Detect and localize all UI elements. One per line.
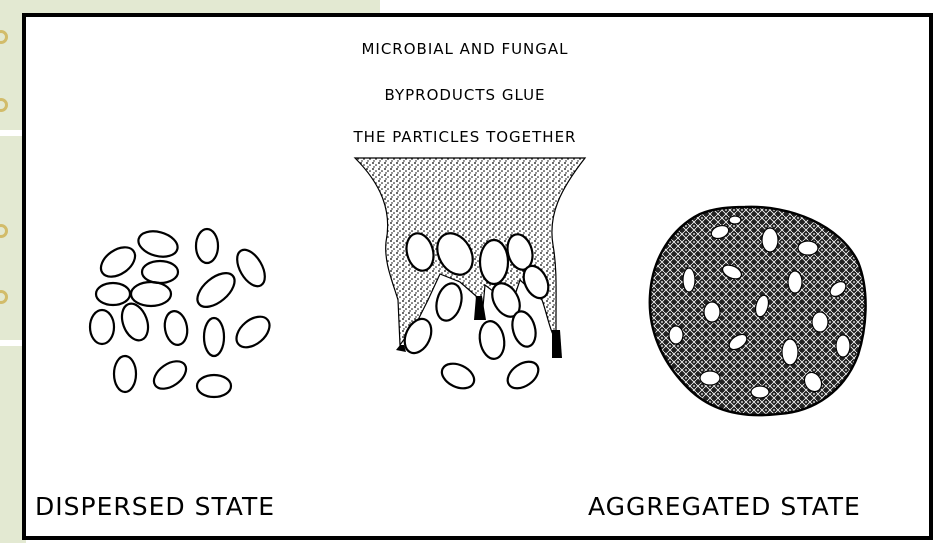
- dispersed-state-label: DISPERSED STATE: [35, 492, 275, 521]
- caption-line-1: MICROBIAL AND FUNGAL: [300, 40, 630, 58]
- aggregated-state-label: AGGREGATED STATE: [588, 492, 861, 521]
- caption-line-2: BYPRODUCTS GLUE: [300, 86, 630, 104]
- caption-line-3: THE PARTICLES TOGETHER: [300, 128, 630, 146]
- aggregated-ball: [650, 207, 866, 415]
- dispersed-particles: [90, 227, 275, 397]
